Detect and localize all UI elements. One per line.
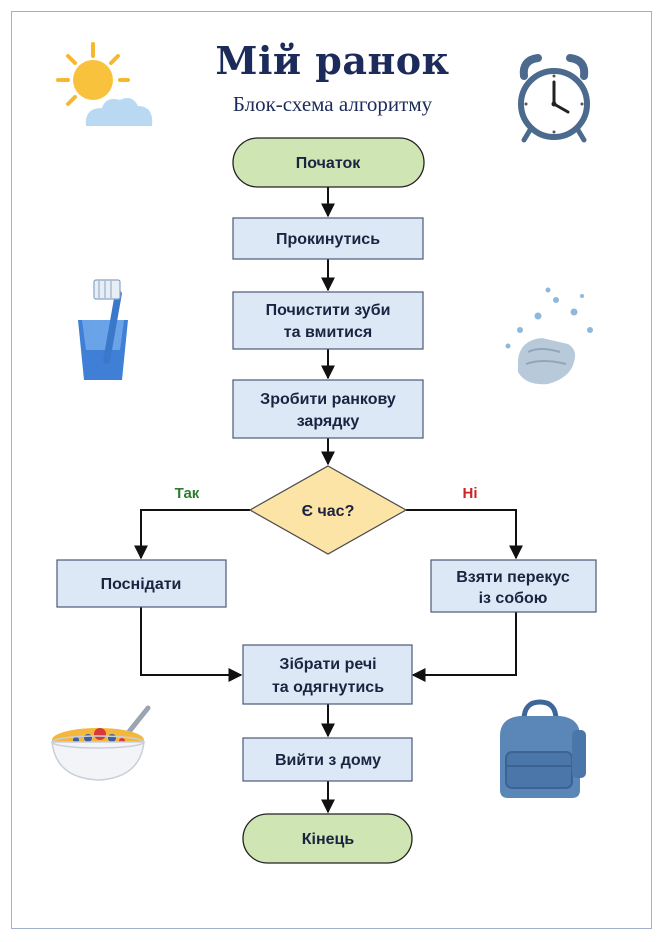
wake-up-node bbox=[232, 217, 424, 260]
start-node bbox=[232, 137, 425, 188]
decision-label: Є час? bbox=[302, 503, 355, 520]
leave-label: Вийти з дому bbox=[275, 752, 381, 769]
alarm-clock-icon bbox=[518, 54, 590, 143]
brush-teeth-label-line1: Почистити зуби bbox=[266, 302, 391, 319]
pack-node bbox=[242, 644, 413, 705]
arrow-no-branch bbox=[406, 509, 523, 560]
snack-node bbox=[430, 559, 597, 613]
start-label: Початок bbox=[296, 155, 361, 172]
exercise-label-line1: Зробити ранкову bbox=[260, 391, 396, 408]
yes-label: Так bbox=[175, 485, 200, 502]
sun-cloud-icon bbox=[56, 42, 153, 126]
end-node bbox=[242, 813, 413, 864]
brush-teeth-node bbox=[232, 291, 424, 350]
brush-teeth-label-line2: та вмитися bbox=[284, 324, 372, 341]
end-label: Кінець bbox=[302, 831, 355, 848]
breakfast-node bbox=[56, 559, 227, 608]
exercise-node bbox=[232, 379, 424, 439]
page-border bbox=[11, 11, 652, 929]
snack-label-line2: із собою bbox=[479, 590, 548, 607]
decision-node bbox=[248, 465, 408, 555]
pack-label-line1: Зібрати речі bbox=[279, 656, 376, 673]
page-title: Мій ранок bbox=[215, 38, 450, 83]
washing-hands-icon bbox=[505, 287, 593, 385]
breakfast-label: Поснідати bbox=[101, 576, 182, 593]
arrow-snack-to-pack bbox=[411, 612, 517, 682]
exercise-label-line2: зарядку bbox=[297, 413, 360, 430]
arrow-breakfast-to-pack bbox=[140, 607, 243, 682]
pack-label-line2: та одягнутись bbox=[272, 679, 384, 696]
connectors bbox=[134, 187, 523, 814]
wake-up-label: Прокинутись bbox=[276, 231, 380, 248]
arrow-yes-branch bbox=[134, 509, 250, 560]
toothbrush-glass-icon bbox=[78, 279, 128, 380]
leave-node bbox=[242, 737, 413, 782]
cereal-bowl-icon bbox=[51, 705, 151, 781]
page-subtitle: Блок-схема алгоритму bbox=[232, 92, 433, 116]
snack-label-line1: Взяти перекус bbox=[456, 569, 570, 586]
no-label: Ні bbox=[463, 485, 478, 502]
backpack-icon bbox=[500, 699, 586, 798]
